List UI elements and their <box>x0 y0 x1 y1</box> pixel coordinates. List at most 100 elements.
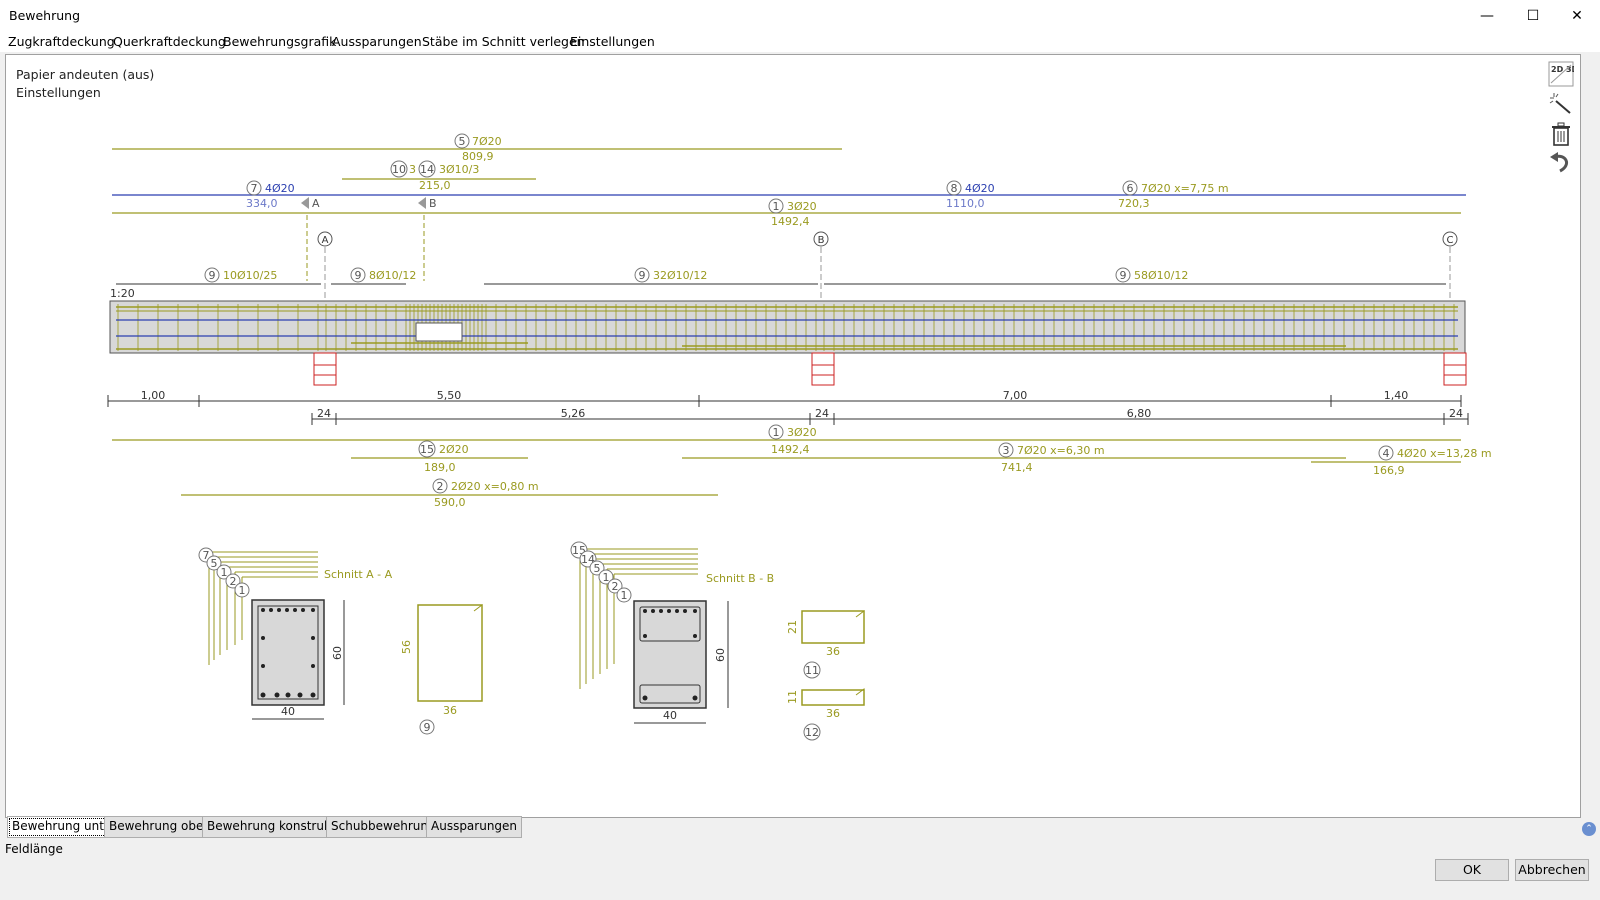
pos-number: 5 <box>594 562 601 575</box>
pos-circle <box>454 133 470 149</box>
bar-length: 1110,0 <box>946 197 985 210</box>
pos-number: 11 <box>805 664 819 677</box>
pos-number: 9 <box>1120 269 1127 282</box>
section-a-concrete <box>251 599 325 706</box>
bar-label: 3Ø10/3 <box>439 163 479 176</box>
pos-circle <box>390 160 408 178</box>
pos-number: 3 <box>1003 444 1010 457</box>
dim-value: 1,40 <box>1384 389 1409 402</box>
expand-chevron-icon[interactable]: ⌃ <box>1582 822 1596 836</box>
section-a-title: Schnitt A - A <box>324 568 393 581</box>
dim-value: 5,50 <box>437 389 462 402</box>
bar-length: 1492,4 <box>771 443 810 456</box>
bar-length: 720,3 <box>1118 197 1150 210</box>
axis-label-a: A <box>322 235 329 246</box>
axis-circle-b <box>813 231 829 247</box>
tab-bewehrung-unten[interactable]: Bewehrung unten <box>7 816 124 838</box>
bar-label: 4Ø20 x=13,28 m <box>1397 447 1492 460</box>
tab-bewehrung-oben[interactable]: Bewehrung oben <box>104 816 216 838</box>
pos-number: 7 <box>251 182 258 195</box>
stirrup-9-height: 56 <box>400 640 413 654</box>
pos-number: 7 <box>203 549 210 562</box>
status-text: Feldlänge <box>5 842 63 856</box>
dim-value: 24 <box>815 407 829 420</box>
menu-bar: Zugkraftdeckung Querkraftdeckung Bewehru… <box>0 32 1600 52</box>
magic-wand-icon[interactable] <box>1548 91 1574 117</box>
menu-bewehrungsgrafik[interactable]: Bewehrungsgrafik <box>223 34 337 49</box>
ok-button[interactable]: OK <box>1435 859 1509 881</box>
close-button[interactable]: ✕ <box>1571 8 1583 24</box>
axis-label-c: C <box>1447 235 1454 246</box>
beam-opening <box>415 322 463 342</box>
stirrup-12-shape <box>801 689 865 706</box>
pos-number: 5 <box>459 135 466 148</box>
pos-number: 9 <box>209 269 216 282</box>
pos-circle <box>1122 180 1138 196</box>
pos-circle <box>946 180 962 196</box>
pos-number: 5 <box>211 557 218 570</box>
bar-label: 3Ø20 <box>787 200 817 213</box>
minimize-button[interactable]: — <box>1480 8 1494 24</box>
pos-number: 15 <box>420 443 434 456</box>
title-bar: Bewehrung — ☐ ✕ <box>0 0 1600 32</box>
paper-toggle-link[interactable]: Papier andeuten (aus) <box>16 67 155 82</box>
pos-circle <box>246 180 262 196</box>
drawing-scale: 1:20 <box>110 287 135 300</box>
section-b-title: Schnitt B - B <box>706 572 774 585</box>
section-a-bar-stack <box>208 551 318 665</box>
menu-querkraftdeckung[interactable]: Querkraftdeckung <box>113 34 226 49</box>
section-b-top-stirrup <box>639 606 701 642</box>
bar-length: 189,0 <box>424 461 456 474</box>
pos-number: 4 <box>1383 447 1390 460</box>
dim-value: 5,26 <box>561 407 586 420</box>
trash-icon[interactable] <box>1548 121 1574 147</box>
pos-number: 1 <box>773 426 780 439</box>
bar-label: 3 <box>409 163 416 176</box>
pos-circle <box>204 267 220 283</box>
section-a-height: 60 <box>331 646 344 660</box>
tab-bewehrung-konstruktiv[interactable]: Bewehrung konstruktiv <box>202 816 352 838</box>
axis-circle-c <box>1442 231 1458 247</box>
bar-label: 2Ø20 x=0,80 m <box>451 480 539 493</box>
bar-label: 7Ø20 x=7,75 m <box>1141 182 1229 195</box>
2d-3d-toggle-icon[interactable]: 2D 3D <box>1548 61 1579 87</box>
bar-length: 166,9 <box>1373 464 1405 477</box>
section-b-height: 60 <box>714 648 727 662</box>
pos-number: 1 <box>621 589 628 602</box>
pos-number: 1 <box>603 571 610 584</box>
stirrup-9-width: 36 <box>443 704 457 717</box>
undo-icon[interactable] <box>1548 149 1574 175</box>
drawing-canvas[interactable]: Papier andeuten (aus) Einstellungen 5 7Ø… <box>5 54 1581 818</box>
settings-link[interactable]: Einstellungen <box>16 85 101 100</box>
tab-aussparungen[interactable]: Aussparungen <box>426 816 523 838</box>
menu-aussparungen[interactable]: Aussparungen <box>332 34 422 49</box>
section-b-bars <box>642 609 698 701</box>
section-b-concrete <box>633 600 707 709</box>
dim-value: 1,00 <box>141 389 166 402</box>
pos-number: 9 <box>355 269 362 282</box>
menu-zugkraftdeckung[interactable]: Zugkraftdeckung <box>8 34 115 49</box>
section-marker-a: A <box>312 197 320 210</box>
section-a-bars <box>260 608 316 698</box>
bar-label: 4Ø20 <box>965 182 995 195</box>
section-a-width: 40 <box>281 705 295 718</box>
dim-value: 7,00 <box>1003 389 1028 402</box>
pos-number: 8 <box>951 182 958 195</box>
tab-schubbewehrung[interactable]: Schubbewehrung <box>326 816 441 838</box>
pos-number: 1 <box>239 584 246 597</box>
stirrup-11-shape <box>801 610 865 644</box>
cancel-button[interactable]: Abbrechen <box>1515 859 1589 881</box>
bar-length: 215,0 <box>419 179 451 192</box>
reinforcement-drawing: 5 7Ø20 809,9 10 3 14 3Ø10/3 215,0 7 4Ø20… <box>107 133 1492 741</box>
view-toggle-label: 2D 3D <box>1551 65 1574 74</box>
stirrup-label: 10Ø10/25 <box>223 269 277 282</box>
stirrup-label: 32Ø10/12 <box>653 269 707 282</box>
stirrup-12-height: 11 <box>786 690 799 704</box>
dim-value: 6,80 <box>1127 407 1152 420</box>
menu-einstellungen[interactable]: Einstellungen <box>570 34 655 49</box>
menu-staebe-im-schnitt[interactable]: Stäbe im Schnitt verlegen <box>422 34 585 49</box>
stirrup-9-shape <box>417 604 483 702</box>
pos-number: 14 <box>420 163 434 176</box>
pos-circle <box>634 267 650 283</box>
maximize-button[interactable]: ☐ <box>1526 8 1540 24</box>
